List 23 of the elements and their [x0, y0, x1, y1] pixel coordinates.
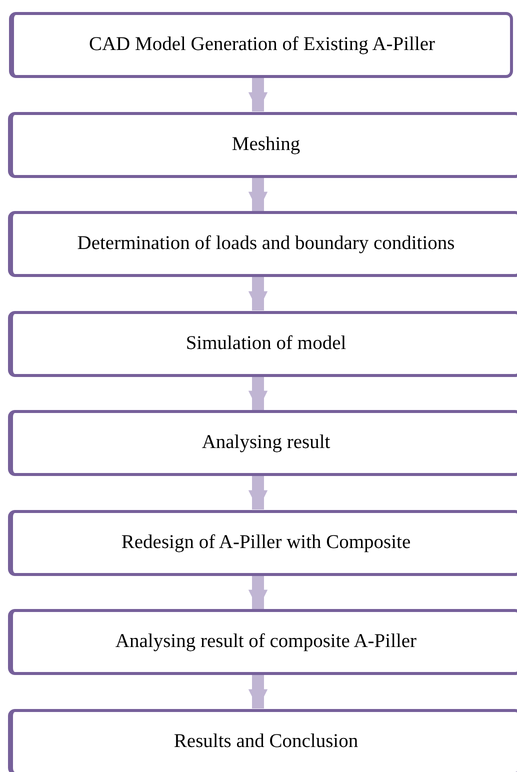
step-label: Determination of loads and boundary conditions: [76, 232, 456, 256]
process-box: [8, 310, 517, 376]
arrow: [248, 675, 268, 708]
step-label: Analysing result of composite A-Piller: [114, 630, 418, 654]
step-label: CAD Model Generation of Existing A-Piller: [88, 33, 436, 57]
step-label: Meshing: [230, 132, 302, 156]
step-label: Results and Conclusion: [172, 730, 360, 754]
arrow: [248, 476, 268, 510]
process-box: [8, 112, 517, 178]
process-box: [8, 609, 517, 675]
process-box: [8, 510, 517, 576]
step-label: Simulation of model: [184, 332, 348, 356]
arrow: [248, 277, 268, 310]
process-box: [8, 211, 517, 277]
step-label: Analysing result: [200, 431, 332, 455]
arrow: [248, 376, 268, 410]
step-label: Redesign of A-Piller with Composite: [120, 530, 412, 554]
arrow: [248, 178, 268, 211]
process-box: [8, 708, 517, 772]
arrow: [248, 78, 268, 112]
process-box: [8, 410, 517, 476]
process-box: [9, 12, 513, 78]
arrow: [248, 576, 268, 609]
